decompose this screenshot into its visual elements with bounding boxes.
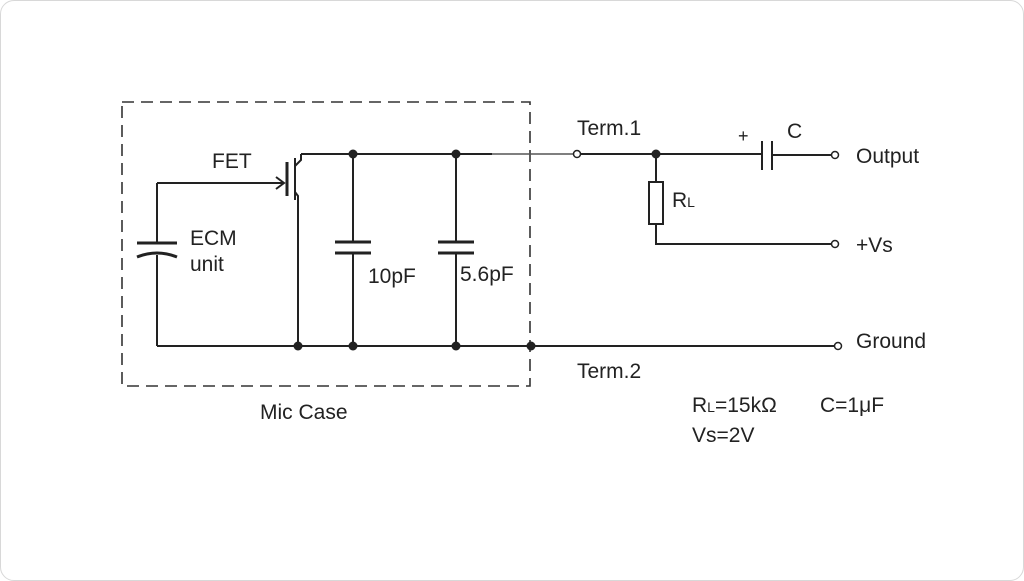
junction-dot bbox=[651, 149, 661, 159]
junction-dot bbox=[451, 341, 461, 351]
term1-label: Term.1 bbox=[577, 117, 641, 140]
rl-label: RL bbox=[672, 189, 695, 212]
term2-label: Term.2 bbox=[577, 360, 641, 383]
vs-spec: Vs=2V bbox=[692, 424, 754, 447]
ground-terminal bbox=[833, 341, 843, 351]
junction-dot bbox=[293, 341, 303, 351]
capacitor-5-6pf bbox=[438, 154, 474, 346]
load-resistor bbox=[648, 154, 832, 245]
cap-10pf-label: 10pF bbox=[368, 265, 416, 288]
junction-dot bbox=[348, 341, 358, 351]
cap-5-6pf-label: 5.6pF bbox=[460, 263, 514, 286]
capacitor-10pf bbox=[335, 154, 371, 346]
fet-symbol bbox=[275, 154, 302, 346]
c-spec: C=1μF bbox=[820, 394, 884, 417]
cap-plus-label: + bbox=[738, 126, 749, 146]
vs-terminal bbox=[830, 239, 840, 249]
mic-case-label: Mic Case bbox=[260, 401, 348, 424]
ecm-label-line2: unit bbox=[190, 253, 224, 276]
cap-c-label: C bbox=[787, 120, 802, 143]
fet-label: FET bbox=[212, 150, 252, 173]
rl-spec: RL=15kΩ bbox=[692, 394, 777, 417]
output-label: Output bbox=[856, 145, 919, 168]
term1-terminal bbox=[572, 149, 582, 159]
ecm-unit-symbol bbox=[136, 183, 178, 346]
coupling-capacitor bbox=[761, 141, 773, 170]
vs-label: +Vs bbox=[856, 234, 893, 257]
junction-dot bbox=[526, 341, 536, 351]
junction-dot bbox=[348, 149, 358, 159]
junction-dot bbox=[451, 149, 461, 159]
ground-label: Ground bbox=[856, 330, 926, 353]
output-terminal bbox=[830, 150, 840, 160]
ecm-label-line1: ECM bbox=[190, 227, 237, 250]
mic-case-boundary bbox=[121, 101, 531, 387]
